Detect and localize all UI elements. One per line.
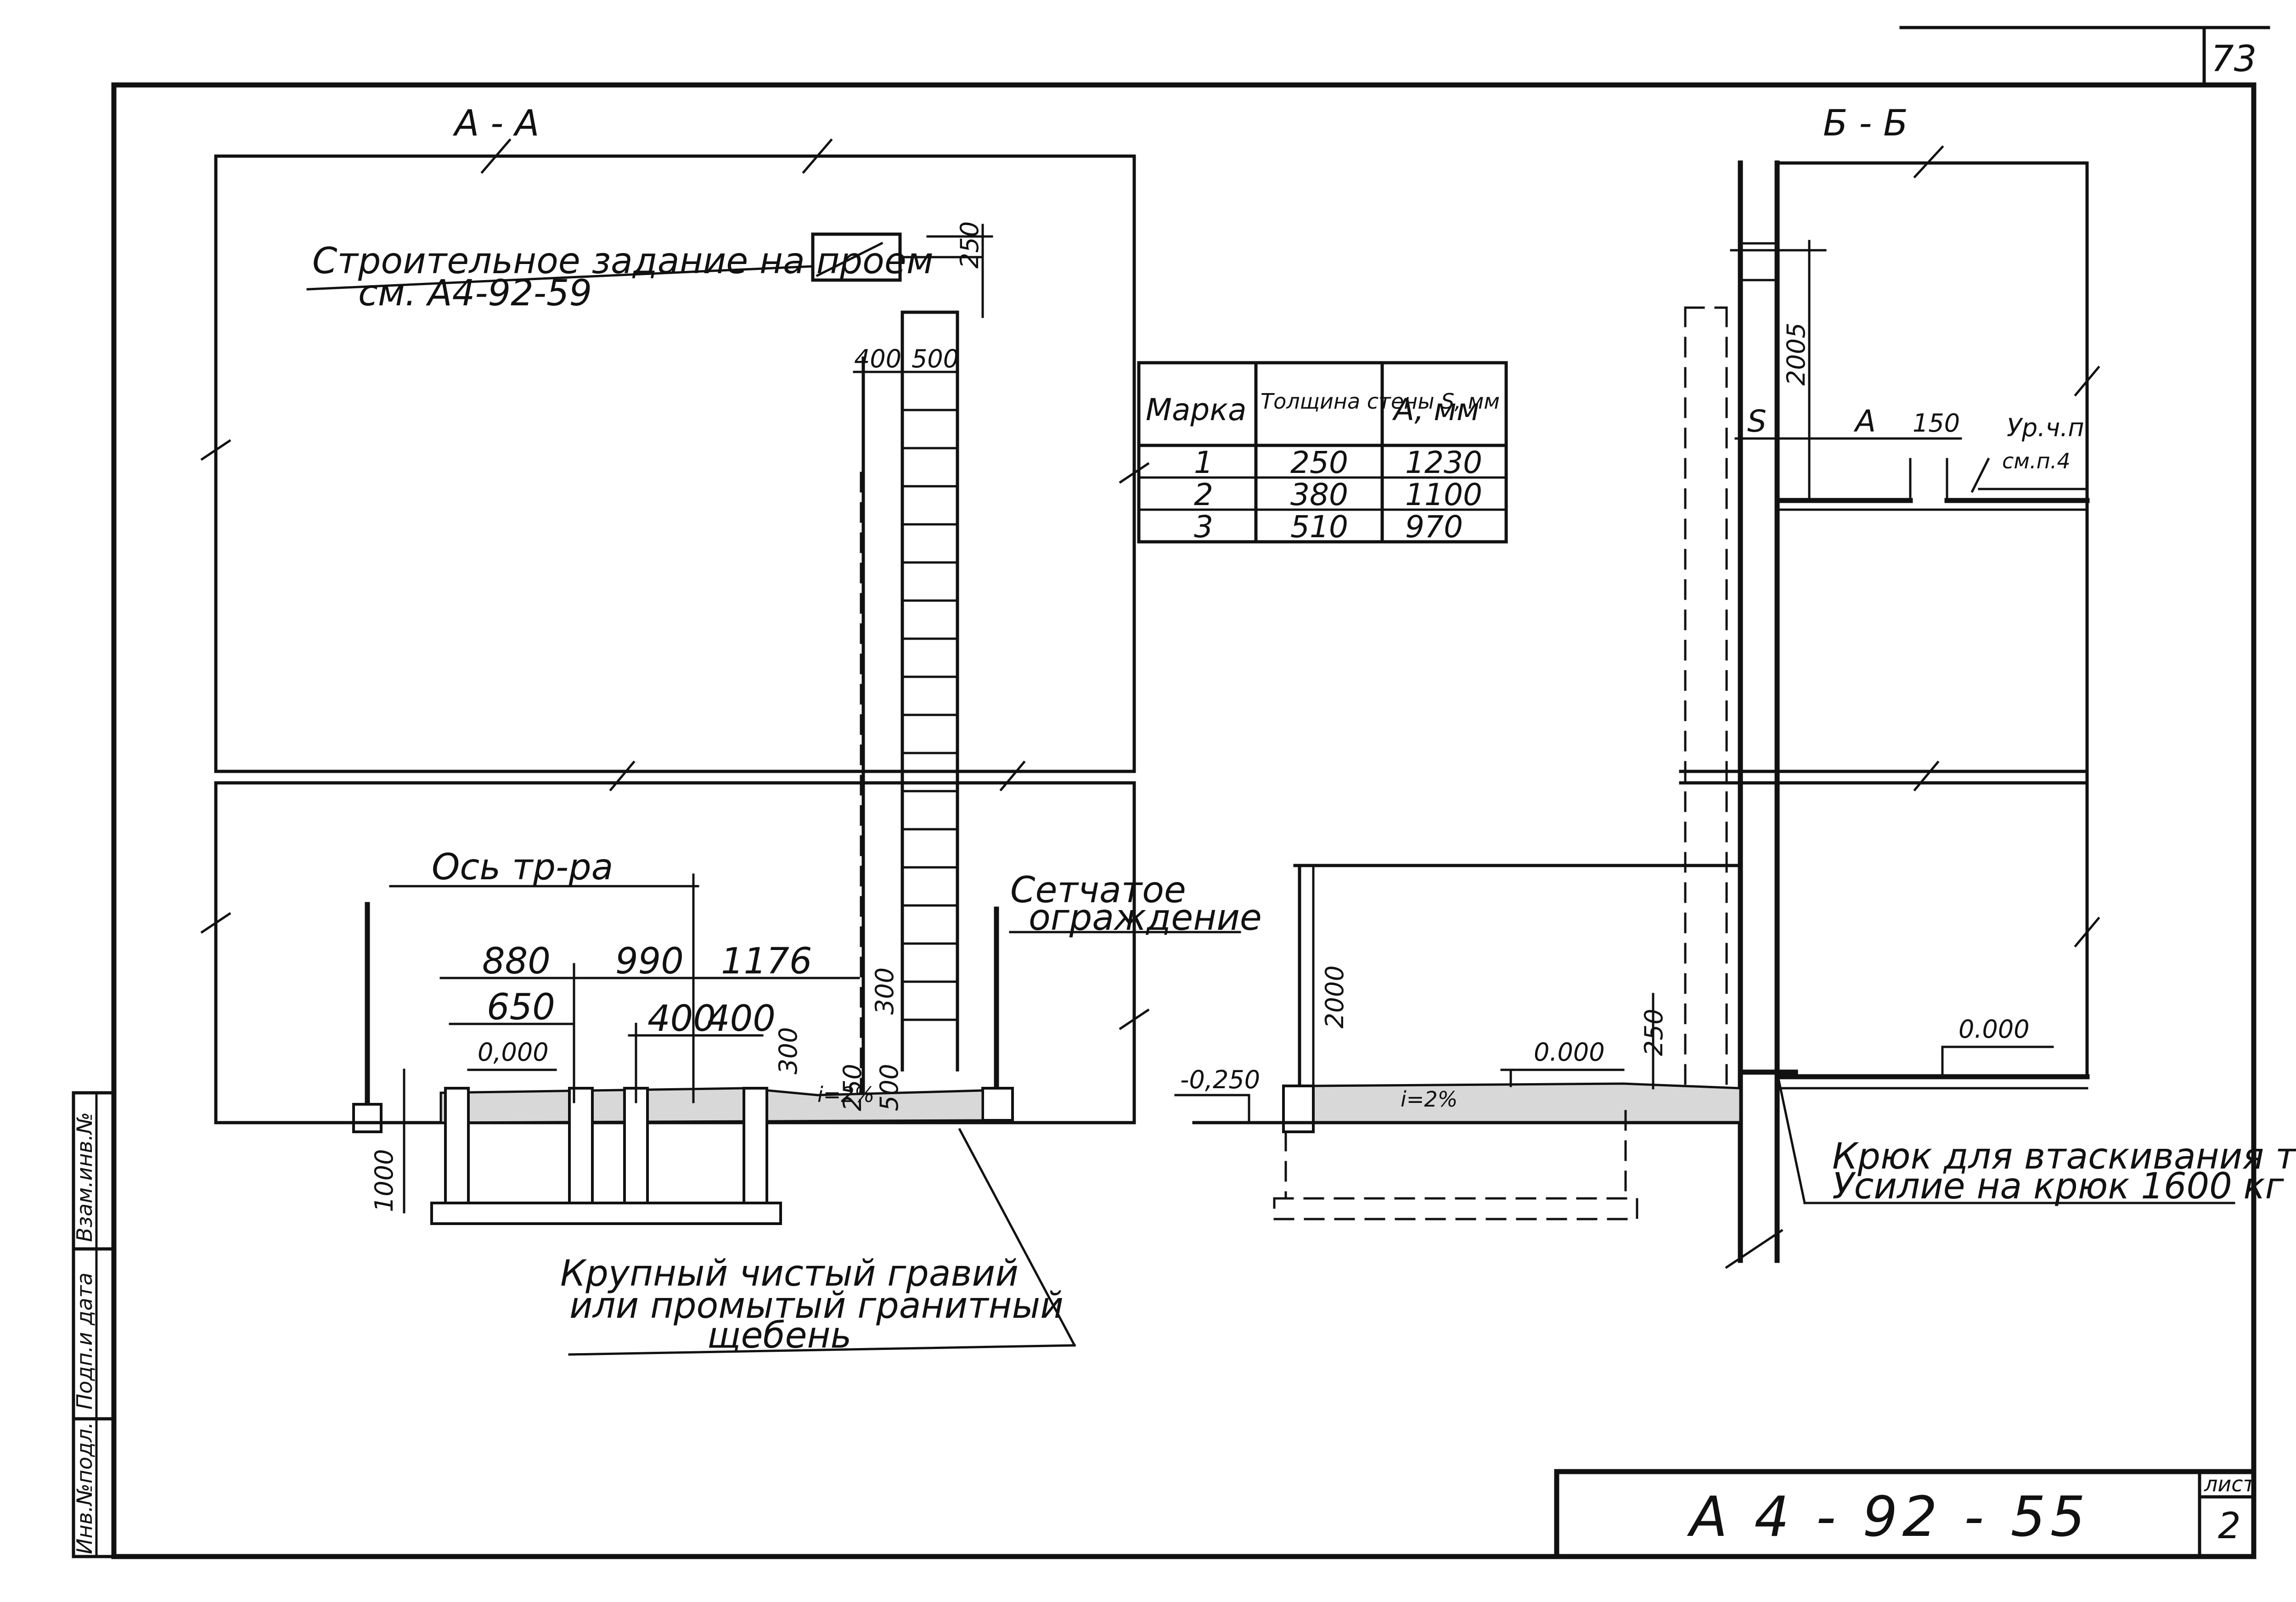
table-header-thickness: Толщина стены S, мм bbox=[1261, 389, 1500, 414]
stamp-orig-inv: Инв.№подл. bbox=[72, 1422, 97, 1554]
table-cell: 1230 bbox=[1405, 445, 1482, 480]
dim-300: 300 bbox=[774, 1027, 803, 1074]
dim-880: 880 bbox=[482, 941, 551, 982]
section-bb: Б - Б bbox=[1174, 103, 2235, 1269]
page-number: 73 bbox=[2211, 39, 2257, 80]
dim-250-bb: 250 bbox=[1639, 1009, 1668, 1056]
level-0000-bb: 0.000 bbox=[1534, 1038, 1605, 1067]
floor-mark-2: см.п.4 bbox=[2002, 449, 2071, 473]
dim-2000: 2000 bbox=[1320, 966, 1349, 1029]
table-cell: 2 bbox=[1194, 477, 1213, 512]
dim-400-ladder: 400 bbox=[854, 344, 901, 373]
wall-thickness-table bbox=[1137, 361, 1508, 544]
dim-300-b: 300 bbox=[870, 967, 899, 1015]
gravel-note-1: Крупный чистый гравий bbox=[560, 1253, 1019, 1294]
document-code: А 4 - 92 - 55 bbox=[1687, 1485, 2090, 1549]
table-cell: 380 bbox=[1290, 477, 1348, 512]
dim-2005: 2005 bbox=[1782, 323, 1811, 386]
dim-400-b: 400 bbox=[707, 998, 776, 1040]
table-header-a: А, мм bbox=[1392, 392, 1480, 427]
hook-note-2: Усилие на крюк 1600 кг bbox=[1832, 1166, 2285, 1207]
table-cell: 250 bbox=[1290, 445, 1348, 480]
table-cell: 1100 bbox=[1405, 477, 1482, 512]
dim-650: 650 bbox=[487, 987, 555, 1028]
level-0000-aa: 0,000 bbox=[478, 1038, 549, 1067]
section-aa-title: А - А bbox=[452, 103, 539, 144]
gravel-note-3: щебень bbox=[707, 1315, 852, 1356]
gravel-note-2: или промытый гранитный bbox=[569, 1285, 1064, 1327]
hook-note-1: Крюк для втаскивания тр-ра bbox=[1832, 1136, 2296, 1177]
dim-s: S bbox=[1747, 404, 1767, 439]
dim-250-aa: 250 bbox=[838, 1064, 867, 1111]
floor-mark-1: Ур.ч.п. bbox=[2007, 413, 2092, 442]
fence-label-1: Сетчатое bbox=[1010, 870, 1186, 911]
table-cell: 510 bbox=[1290, 509, 1348, 545]
table-cell: 970 bbox=[1405, 509, 1463, 545]
note-construction-task: Строительное задание на проем bbox=[312, 241, 934, 282]
table-cell: 1 bbox=[1194, 445, 1213, 480]
dim-500-b: 500 bbox=[875, 1064, 904, 1111]
ladder-rungs bbox=[901, 371, 959, 1021]
dim-990: 990 bbox=[615, 941, 684, 982]
axis-label: Ось тр-ра bbox=[432, 847, 613, 888]
level-0000-bb-upper: 0.000 bbox=[1958, 1015, 2030, 1044]
slope-bb: i=2% bbox=[1401, 1087, 1458, 1112]
sheet-number: 2 bbox=[2218, 1506, 2241, 1547]
sheet-label: лист bbox=[2204, 1472, 2256, 1496]
dim-1176: 1176 bbox=[721, 941, 812, 982]
dim-400-a: 400 bbox=[647, 998, 716, 1040]
dim-250-top: 250 bbox=[955, 221, 984, 269]
stamp-replaced-inv: Взам.инв.№ bbox=[72, 1112, 97, 1242]
note-see-ref: см. А4-92-59 bbox=[358, 273, 592, 314]
table-header-mark: Марка bbox=[1146, 392, 1247, 427]
section-bb-title: Б - Б bbox=[1823, 103, 1908, 144]
dim-150: 150 bbox=[1913, 409, 1960, 438]
dim-500-ladder: 500 bbox=[912, 344, 959, 373]
dim-a: А bbox=[1853, 404, 1876, 439]
fence-label-2: ограждение bbox=[1029, 897, 1262, 939]
slope-aa: i=2% bbox=[817, 1082, 874, 1107]
level-neg-0250: -0,250 bbox=[1180, 1065, 1260, 1094]
stamp-sign-date: Подп.и дата bbox=[72, 1272, 97, 1410]
table-cell: 3 bbox=[1194, 509, 1213, 545]
dim-1000: 1000 bbox=[370, 1149, 399, 1212]
frame bbox=[72, 26, 2270, 1559]
section-aa: А - А bbox=[200, 103, 1241, 1356]
